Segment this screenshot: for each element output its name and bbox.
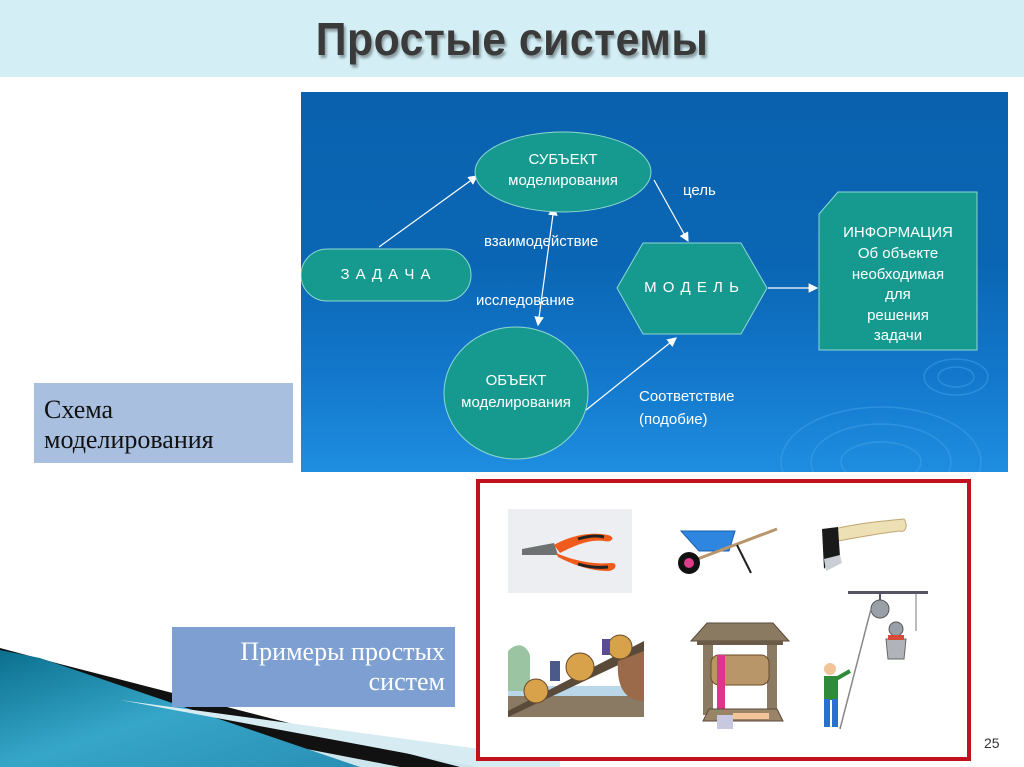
examples-caption: Примеры простых систем [172,627,455,707]
decorative-swoosh [0,648,560,767]
edge-subject-object [534,205,558,327]
task-node [301,248,472,302]
examples-caption-line1: Примеры простых [240,637,445,666]
wheelbarrow-image [678,527,778,574]
edge-label-correspondence-2: (подобие) [639,411,708,428]
edge-label-research: исследование [476,292,575,309]
edge-subject-model [653,179,689,243]
edge-label-correspondence-1: Соответствие [639,388,735,405]
modeling-diagram: З А Д А Ч А СУБЪЕКТ моделирования ОБЪЕКТ… [301,92,1008,472]
info-label-1: ИНФОРМАЦИЯ [843,224,953,241]
edge-label-interaction: взаимодействие [484,233,599,250]
task-label: З А Д А Ч А [340,266,432,283]
slide-title: Простые системы [315,12,709,65]
object-label-2: моделирования [461,394,571,411]
info-label-6: задачи [873,327,923,344]
axe-image [822,518,907,571]
well-windlass-image [689,622,791,729]
model-node [616,242,768,335]
schema-caption-line1: Схема [44,395,114,424]
title-bar: Простые системы [0,0,1024,77]
edge-object-model [585,337,677,411]
inclined-plane-image [508,634,644,717]
subject-label-1: СУБЪЕКТ [528,151,598,168]
info-label-4: для [885,286,911,303]
model-label: М О Д Е Л Ь [644,279,740,296]
edge-label-goal: цель [683,182,716,199]
pulley-system-image [824,591,928,730]
info-label-3: необходимая [851,266,945,283]
ripple-decoration [780,358,989,472]
edge-task-subject [378,175,478,248]
schema-caption-line2: моделирования [44,425,214,454]
examples-caption-line2: систем [368,667,445,696]
info-label-2: Об объекте [857,245,939,262]
info-label-5: решения [867,307,929,324]
diagram-graphics [301,131,989,472]
information-node [818,191,978,351]
pliers-image [508,509,632,593]
page-number: 25 [984,735,1000,751]
subject-node [474,131,652,213]
examples-frame [476,479,971,761]
subject-label-2: моделирования [508,172,618,189]
object-node [443,326,589,460]
schema-caption: Схема моделирования [34,383,293,463]
object-label-1: ОБЪЕКТ [485,372,547,389]
